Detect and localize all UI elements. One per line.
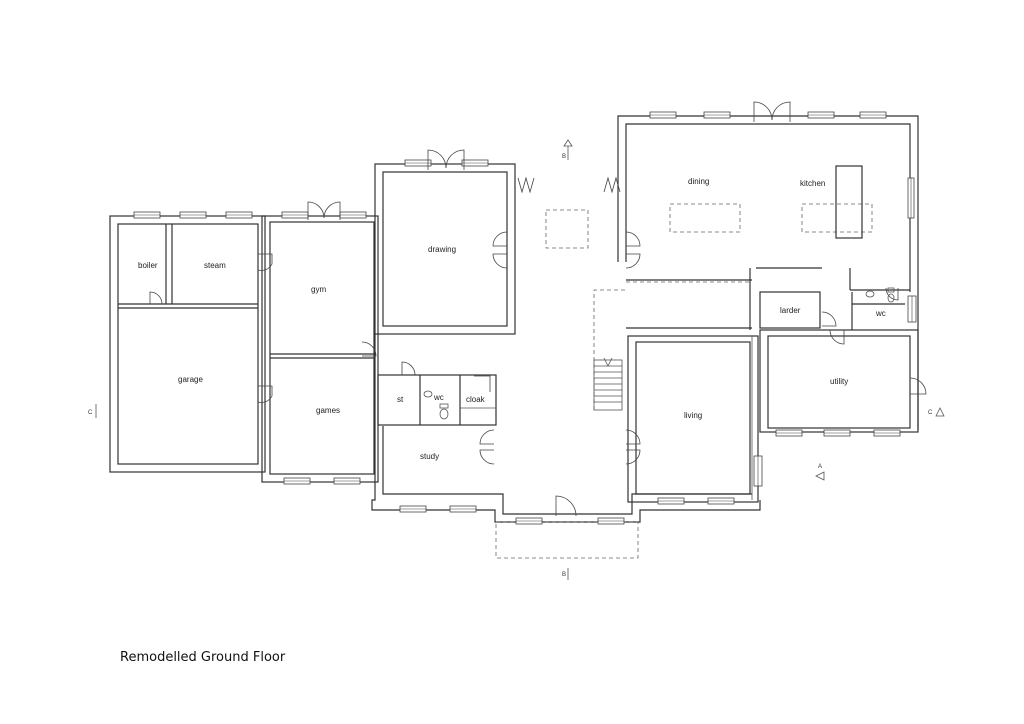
staircase [593, 357, 623, 411]
room-label-games: games [316, 406, 340, 415]
section-b-top: B [562, 154, 566, 160]
room-label-larder: larder [780, 306, 801, 315]
plan-caption: Remodelled Ground Floor [120, 650, 286, 665]
room-label-st: st [397, 395, 404, 404]
room-label-kitchen: kitchen [800, 179, 825, 188]
doors [149, 101, 927, 517]
room-label-wc-rear: wc [875, 309, 886, 318]
section-a: A [818, 464, 822, 470]
room-label-garage: garage [178, 375, 203, 384]
room-label-gym: gym [311, 285, 326, 294]
room-label-drawing: drawing [428, 245, 456, 254]
room-labels: boiler steam gym drawing dining kitchen … [138, 177, 886, 461]
outer-walls [109, 115, 919, 523]
dashed-outlines [495, 203, 873, 559]
section-c-left: C [88, 410, 93, 416]
section-b-bottom: B [562, 572, 566, 578]
section-c-right: C [928, 410, 933, 416]
room-label-wc-front: wc [433, 393, 444, 402]
room-label-dining: dining [688, 177, 709, 186]
room-label-living: living [684, 411, 702, 420]
room-label-steam: steam [204, 261, 226, 270]
sanitary-fittings [423, 287, 895, 420]
bifold-door-right [603, 176, 621, 194]
room-label-boiler: boiler [138, 261, 158, 270]
room-label-utility: utility [830, 377, 848, 386]
windows [133, 111, 917, 525]
room-label-study: study [420, 452, 439, 461]
bifold-door-left [517, 176, 535, 194]
room-label-cloak: cloak [466, 395, 486, 404]
internal-walls [118, 224, 910, 500]
section-markers: B B C C A [88, 139, 945, 580]
kitchen-island [835, 165, 863, 239]
